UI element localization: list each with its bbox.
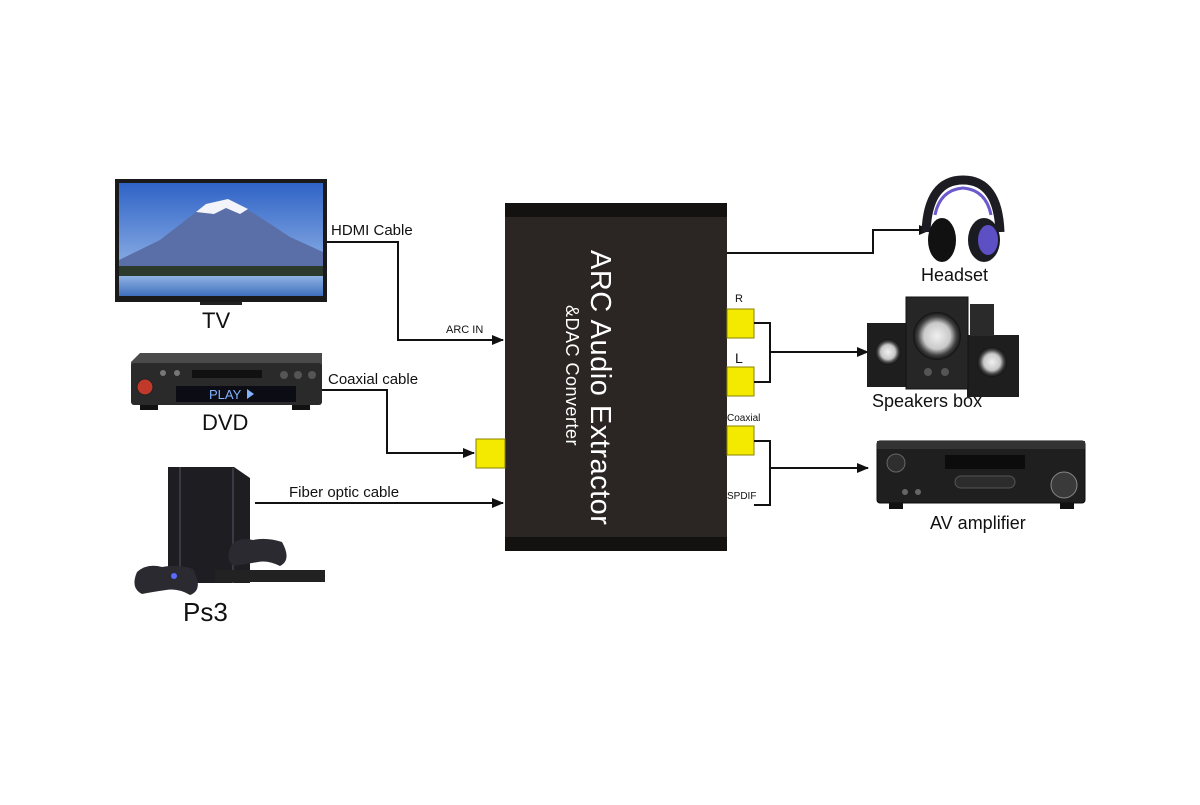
subwoofer-cone (913, 312, 961, 360)
converter-box (475, 203, 755, 551)
amplifier-left-knob (886, 453, 906, 473)
tv-stand (200, 302, 242, 305)
subwoofer-knob-2 (941, 368, 949, 376)
headset-band (921, 175, 1005, 233)
dvd-button-1 (160, 370, 166, 376)
headset-line (727, 225, 931, 254)
dvd-button-2 (174, 370, 180, 376)
amplifier-foot-right (1060, 503, 1074, 509)
tv-device (115, 179, 327, 305)
headset-left-cup (928, 218, 956, 262)
arc-in-label: ARC IN (446, 324, 484, 336)
speakers-label: Speakers box (872, 391, 983, 411)
tv-treeline (119, 266, 323, 276)
subwoofer-knob-1 (924, 368, 932, 376)
amplifier-foot-left (889, 503, 903, 509)
amplifier-device (876, 440, 1086, 509)
speaker-back (970, 304, 994, 336)
tv-snowcap (196, 199, 248, 214)
hdmi-cable-label: HDMI Cable (331, 222, 413, 239)
amplifier-jack-2 (915, 489, 921, 495)
coaxial-in-line (322, 389, 475, 458)
converter-top-trim (505, 203, 727, 217)
headset-right-light (978, 225, 998, 255)
tv-lake (119, 276, 323, 296)
speakers-device (867, 296, 1019, 397)
headset-device (921, 175, 1005, 262)
play-icon (247, 389, 254, 399)
coaxial-cable-label: Coaxial cable (328, 371, 419, 388)
amplifier-volume-knob (1050, 471, 1078, 499)
headset-label: Headset (921, 265, 989, 285)
headset-band-accent (933, 186, 993, 216)
dvd-power-button (136, 378, 154, 396)
ps3-label: Ps3 (183, 597, 228, 627)
ps3-controller-1 (228, 538, 287, 566)
speaker-right-cone (977, 347, 1007, 377)
device-subtitle: &DAC Converter (562, 305, 582, 447)
coaxial-port-label: Coaxial (727, 413, 761, 424)
dvd-device: PLAY (131, 353, 322, 410)
audio-right-port (726, 308, 755, 339)
fiber-cable-label: Fiber optic cable (289, 484, 400, 501)
speaker-left-cone (875, 339, 901, 365)
amplifier-label: AV amplifier (930, 513, 1026, 533)
amplifier-top-strip (877, 441, 1085, 449)
dvd-foot-left (140, 405, 158, 410)
amplifier-controls (954, 475, 1016, 489)
dvd-display (176, 386, 296, 402)
connection-lines (255, 225, 931, 508)
digital-bracket-line (754, 440, 771, 506)
ps3-camera-bar (215, 570, 325, 582)
left-port-label: L (735, 350, 743, 366)
dvd-label: DVD (202, 410, 249, 435)
spdif-port-label: SPDIF (727, 491, 757, 502)
dvd-display-text: PLAY (209, 387, 242, 402)
ps3-controller-light (171, 573, 177, 579)
ps3-controller-2 (134, 565, 198, 595)
converter-bottom-trim (505, 537, 727, 551)
dvd-control-1 (280, 371, 288, 379)
amplifier-jack-1 (902, 489, 908, 495)
audio-left-port (726, 366, 755, 397)
rl-bracket-line (754, 322, 771, 383)
converter-body (505, 203, 727, 551)
dvd-tray (192, 370, 262, 378)
right-port-label: R (735, 293, 743, 305)
ps3-device (134, 467, 325, 595)
dvd-control-3 (308, 371, 316, 379)
dvd-foot-right (292, 405, 310, 410)
coaxial-output-port (726, 425, 755, 456)
amplifier-display (945, 455, 1025, 469)
device-title: ARC Audio Extractor (584, 250, 616, 526)
tv-label: TV (202, 308, 231, 333)
coaxial-input-port (475, 438, 506, 469)
dvd-control-2 (294, 371, 302, 379)
tv-mountain (119, 199, 323, 272)
hdmi-line (327, 241, 504, 345)
